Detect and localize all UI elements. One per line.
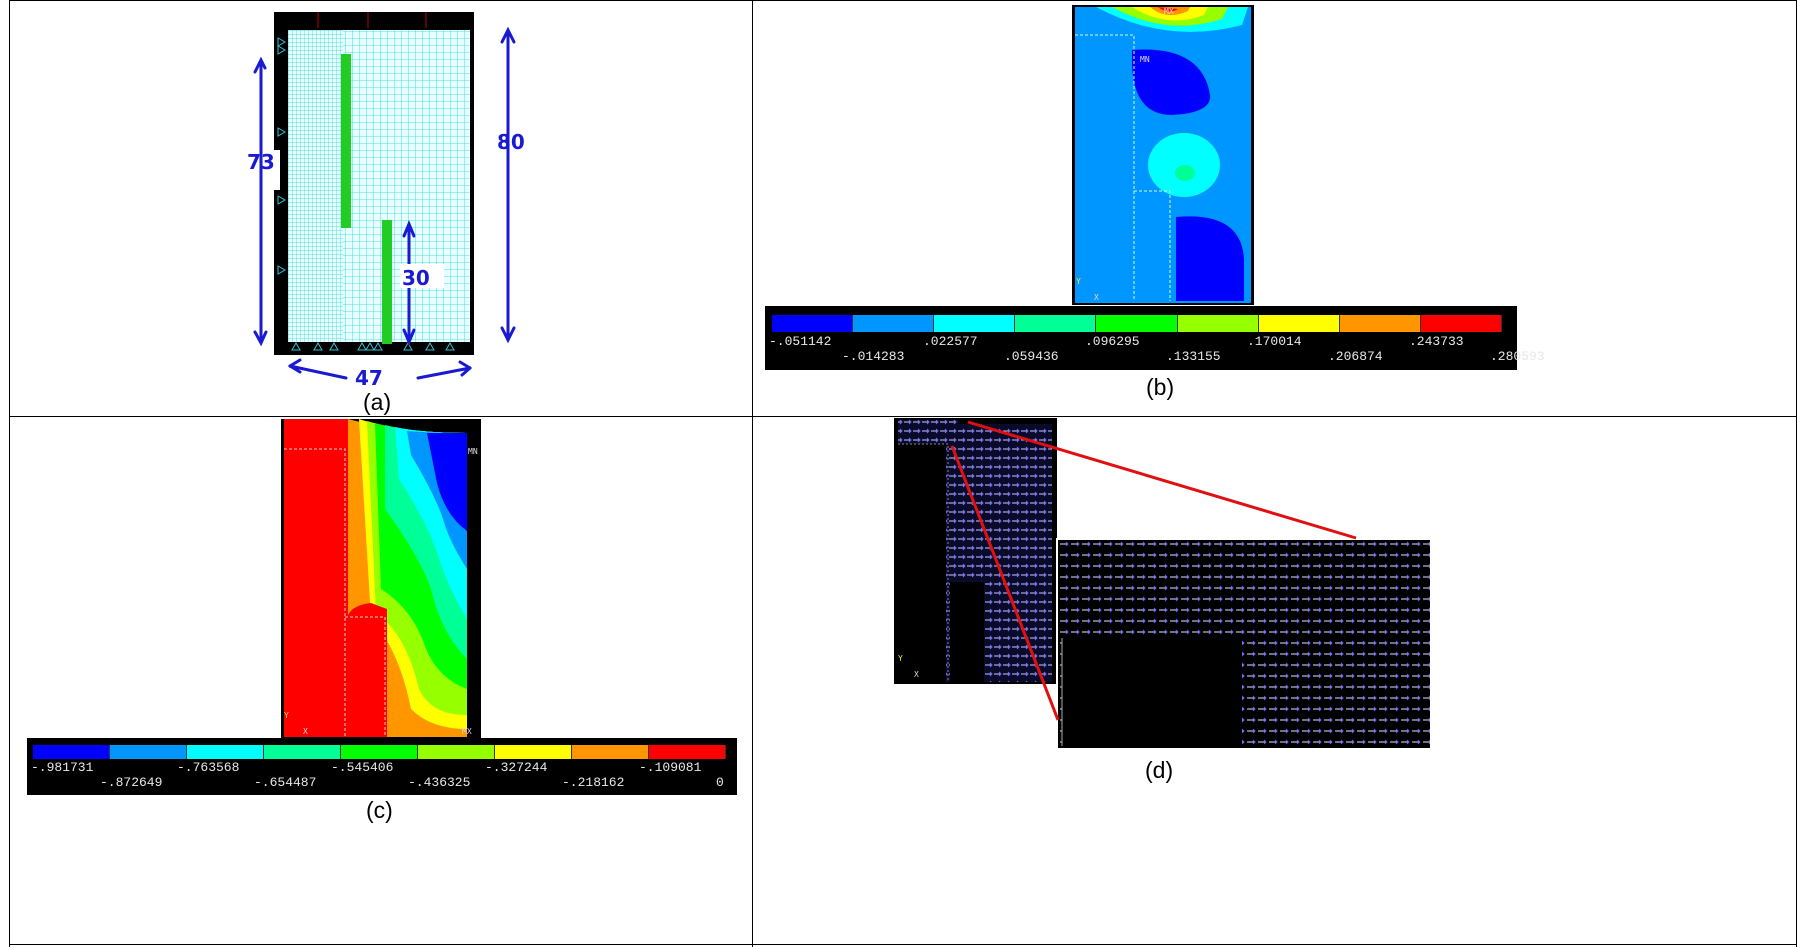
panel-c-legend-value: -.436325 <box>408 775 471 790</box>
panel-c-legend-value: -.109081 <box>639 760 702 775</box>
panel-b-mn-label: MN <box>1140 55 1150 64</box>
panel-c-svg <box>281 419 481 739</box>
panel-c-legend: -.981731 -.872649 -.763568 -.654487 -.545406… <box>27 738 737 795</box>
panel-c-mn-label: MN <box>468 447 478 456</box>
panel-c-legend-swatch <box>264 745 341 759</box>
panel-b-legend-value: .096295 <box>1085 334 1140 349</box>
panel-b-legend-value: .206874 <box>1328 349 1383 364</box>
dim-label-80: 80 <box>497 130 525 154</box>
panel-b-contour-plot: MX MN Y X <box>1072 5 1254 305</box>
panel-c-legend-value: -.872649 <box>100 775 163 790</box>
panel-c-legend-swatch <box>187 745 264 759</box>
panel-b-legend-swatch <box>772 315 854 332</box>
panel-d-svg <box>894 418 1432 750</box>
panel-b-legend-value: -.014283 <box>842 349 905 364</box>
panel-b-legend-value: .243733 <box>1409 334 1464 349</box>
table-border-middle <box>752 0 753 947</box>
panel-d-vector-plot: Y X <box>894 418 1434 750</box>
panel-c-legend-swatch <box>495 745 572 759</box>
dim-label-47: 47 <box>355 366 383 390</box>
panel-b-legend-swatch <box>1339 315 1421 332</box>
panel-c-legend-swatch <box>418 745 495 759</box>
panel-c-legend-value: -.763568 <box>177 760 240 775</box>
panel-b-legend-value: -.051142 <box>769 334 832 349</box>
panel-c-legend-swatch <box>572 745 649 759</box>
panel-c-legend-swatch <box>33 745 110 759</box>
panel-c-legend-bar <box>33 745 726 759</box>
table-border-row <box>9 416 1797 417</box>
panel-b-legend-swatch <box>1177 315 1259 332</box>
panel-b-legend-swatch <box>1258 315 1340 332</box>
panel-c-legend-value: -.654487 <box>254 775 317 790</box>
panel-d-axis-x: X <box>914 670 919 679</box>
panel-b-mx-label: MX <box>1164 7 1174 16</box>
panel-c-legend-value: -.327244 <box>485 760 548 775</box>
panel-b-legend-swatch <box>934 315 1016 332</box>
panel-a-svg <box>253 12 516 380</box>
caption-b: (b) <box>1146 374 1175 400</box>
panel-c-legend-value: -.218162 <box>562 775 625 790</box>
table-border-left <box>9 0 10 947</box>
panel-b-legend-swatch <box>1096 315 1178 332</box>
panel-b-legend-swatch <box>1015 315 1097 332</box>
panel-b-legend-value: .059436 <box>1004 349 1059 364</box>
panel-c-legend-value: -.981731 <box>31 760 94 775</box>
panel-c-axis-x: X <box>303 727 308 736</box>
caption-c: (c) <box>366 797 393 823</box>
panel-b-legend-bar <box>772 315 1502 332</box>
panel-b-legend-value: .280593 <box>1490 349 1545 364</box>
panel-b-svg <box>1072 5 1254 305</box>
panel-b-legend-value: .022577 <box>923 334 978 349</box>
panel-c-legend-value: 0 <box>716 775 724 790</box>
panel-c-contour-plot: MN MX Y X <box>281 419 481 739</box>
panel-d-axis-y: Y <box>898 654 903 663</box>
panel-b-legend-swatch <box>853 315 935 332</box>
table-border-bottom <box>9 944 1797 945</box>
panel-c-axis-y: Y <box>284 711 289 720</box>
table-border-top <box>9 0 1797 1</box>
panel-b-legend-swatch <box>1420 315 1502 332</box>
panel-b-axis-y: Y <box>1076 277 1081 286</box>
panel-b-legend: -.051142 -.014283 .022577 .059436 .096295 .13… <box>765 306 1545 370</box>
caption-a: (a) <box>363 389 392 415</box>
panel-b-axis-x: X <box>1094 293 1099 302</box>
panel-a-mesh-figure: 73 80 30 47 <box>240 10 525 390</box>
panel-c-legend-swatch <box>341 745 418 759</box>
panel-b-legend-value: .170014 <box>1247 334 1302 349</box>
panel-c-legend-swatch <box>649 745 726 759</box>
dim-label-30: 30 <box>402 266 430 290</box>
panel-c-legend-value: -.545406 <box>331 760 394 775</box>
panel-c-legend-swatch <box>110 745 187 759</box>
panel-c-mx-label: MX <box>462 727 472 736</box>
table-border-right <box>1796 0 1797 947</box>
panel-b-legend-value: .133155 <box>1166 349 1221 364</box>
dim-label-73: 73 <box>247 150 275 174</box>
caption-d: (d) <box>1145 757 1174 783</box>
